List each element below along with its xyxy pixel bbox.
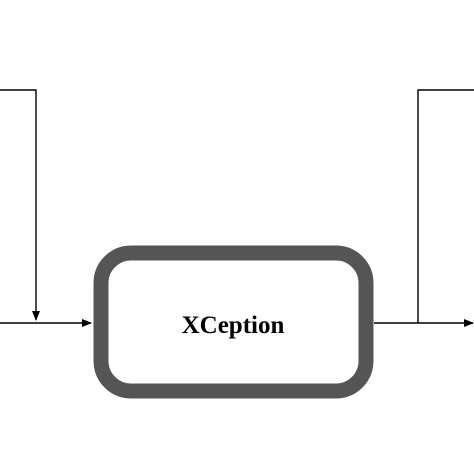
xception-node: XCeption — [93, 245, 374, 399]
xception-box — [93, 245, 374, 399]
left-skip-connection — [0, 89, 40, 321]
xception-label: XCeption — [182, 312, 285, 339]
right-branch-connection — [417, 89, 474, 323]
